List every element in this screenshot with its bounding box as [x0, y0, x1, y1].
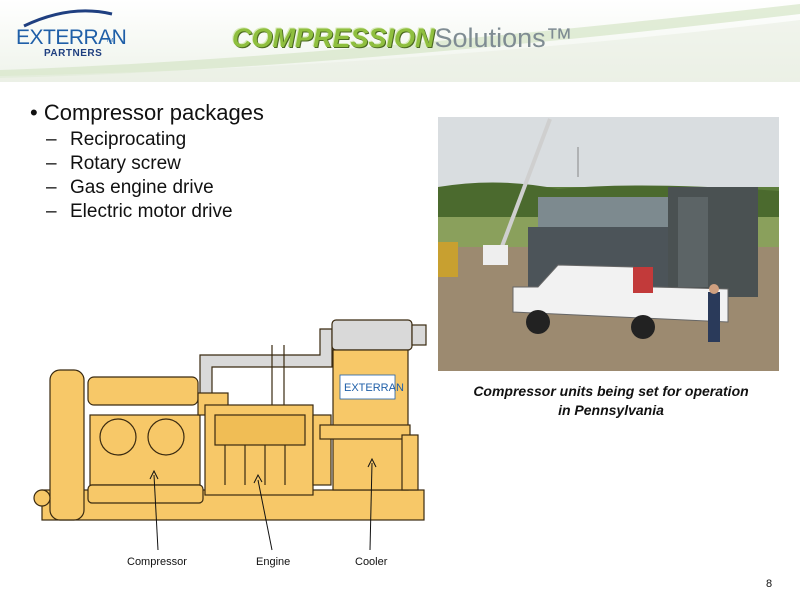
header-swoosh — [0, 4, 800, 82]
label-cooler: Cooler — [355, 556, 388, 568]
slide-header: EXTERRAN TM PARTNERS COMPRESSIONSolution… — [0, 0, 800, 82]
bullet-list: • Compressor packages –Reciprocating –Ro… — [30, 100, 264, 224]
label-engine: Engine — [256, 556, 291, 568]
site-photo — [438, 117, 779, 371]
slide-title: COMPRESSIONSolutions™ — [232, 23, 573, 54]
bullet-sub-item: –Gas engine drive — [46, 177, 214, 198]
exterran-logo: EXTERRAN TM PARTNERS — [16, 22, 127, 62]
page-number: 8 — [766, 578, 773, 590]
logo-partners: PARTNERS — [44, 48, 103, 59]
logo-name: EXTERRAN — [16, 26, 127, 49]
cooler-brand: EXTERRAN — [344, 382, 404, 394]
logo-trademark: TM — [106, 38, 114, 44]
title-compression: COMPRESSION — [232, 23, 435, 53]
bullet-sub-item: –Rotary screw — [46, 153, 181, 174]
bullet-sub-item: –Electric motor drive — [46, 201, 233, 222]
title-solutions: Solutions™ — [434, 23, 573, 53]
equipment-drawing: EXTERRAN — [33, 319, 427, 551]
bullet-main: • Compressor packages — [30, 100, 264, 125]
compressor-package-diagram: EXTERRAN Compressor Engine Cooler — [30, 315, 440, 568]
photo-caption: Compressor units being set for operation… — [473, 383, 749, 418]
label-compressor: Compressor — [127, 556, 187, 568]
bullet-sub-item: –Reciprocating — [46, 129, 187, 150]
